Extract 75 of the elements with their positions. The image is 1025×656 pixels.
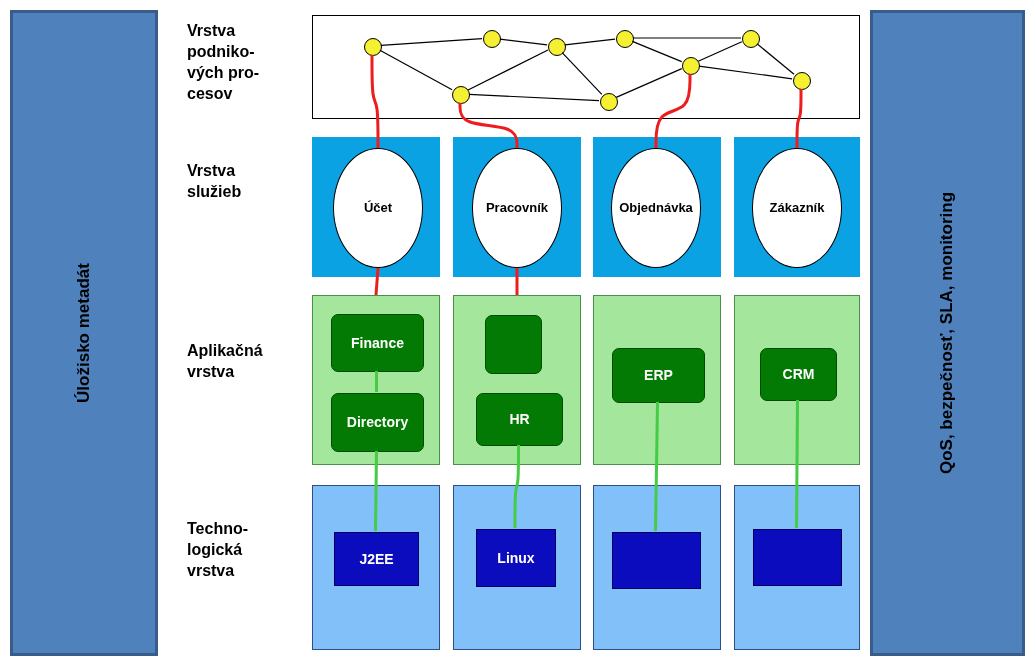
technology-panel <box>312 485 440 650</box>
connector <box>654 74 692 148</box>
connector <box>561 51 603 96</box>
service-layer-panel <box>734 137 860 277</box>
connector <box>795 89 803 148</box>
connector <box>632 37 742 39</box>
box-label: Účet <box>363 200 393 216</box>
connector <box>499 38 548 46</box>
application-panel <box>734 295 860 465</box>
connector <box>467 49 549 91</box>
service-layer-panel <box>453 137 581 277</box>
application-panel <box>312 295 440 465</box>
connector <box>564 38 616 46</box>
technology-panel <box>734 485 860 650</box>
box-label: ERP <box>644 367 673 384</box>
box-label: Linux <box>497 549 535 567</box>
process-node <box>742 30 760 48</box>
connector <box>379 49 453 91</box>
application-box <box>331 393 424 452</box>
connector <box>631 40 683 63</box>
process-node <box>616 30 634 48</box>
connector <box>513 445 520 528</box>
connector <box>615 68 683 98</box>
process-node <box>600 93 618 111</box>
box-label: Zákazník <box>769 200 825 216</box>
box-label: CRM <box>782 366 815 383</box>
box-label: Pracovník <box>485 200 549 216</box>
layer-label: Vrstva služieb <box>187 161 243 202</box>
application-panel <box>593 295 721 465</box>
layer-label: Techno- logická vrstva <box>187 519 250 581</box>
technology-panel <box>453 485 581 650</box>
process-node <box>548 38 566 56</box>
side-label: QoS, bezpečnosť, SLA, monitoring <box>937 192 958 474</box>
box-label: Directory <box>346 414 409 431</box>
technology-box <box>753 529 842 586</box>
application-box <box>331 314 424 372</box>
application-box <box>476 393 563 446</box>
connector <box>374 267 380 296</box>
connector <box>370 55 380 148</box>
technology-box <box>334 532 419 586</box>
side-panel <box>10 10 158 656</box>
service-layer-panel <box>312 137 440 277</box>
connector <box>795 400 799 528</box>
process-node <box>452 86 470 104</box>
connector <box>375 371 378 392</box>
application-box <box>760 348 837 401</box>
connector <box>654 401 659 532</box>
application-box <box>485 315 542 374</box>
side-label: Úložisko metadát <box>74 263 94 403</box>
application-panel <box>453 295 581 465</box>
process-node <box>364 38 382 56</box>
connector <box>756 43 795 75</box>
technology-panel <box>593 485 721 650</box>
process-layer-panel <box>312 15 860 119</box>
connector <box>698 65 793 80</box>
box-label: HR <box>509 411 530 428</box>
connector <box>515 268 519 295</box>
technology-box <box>476 529 556 587</box>
technology-box <box>612 532 701 589</box>
application-box <box>612 348 705 403</box>
connector <box>380 38 483 46</box>
box-label: Finance <box>351 334 404 352</box>
connector <box>468 93 600 102</box>
process-node <box>483 30 501 48</box>
box-label: Objednávka <box>619 200 693 216</box>
service-layer-panel <box>593 137 721 277</box>
layer-label: Aplikačná vrstva <box>187 341 264 382</box>
side-panel <box>870 10 1025 656</box>
box-label: J2EE <box>359 550 394 568</box>
process-node <box>682 57 700 75</box>
connector <box>374 450 378 532</box>
connector <box>697 41 743 62</box>
connector <box>458 103 519 148</box>
process-node <box>793 72 811 90</box>
layer-label: Vrstva podniko- vých pro- cesov <box>187 21 260 104</box>
